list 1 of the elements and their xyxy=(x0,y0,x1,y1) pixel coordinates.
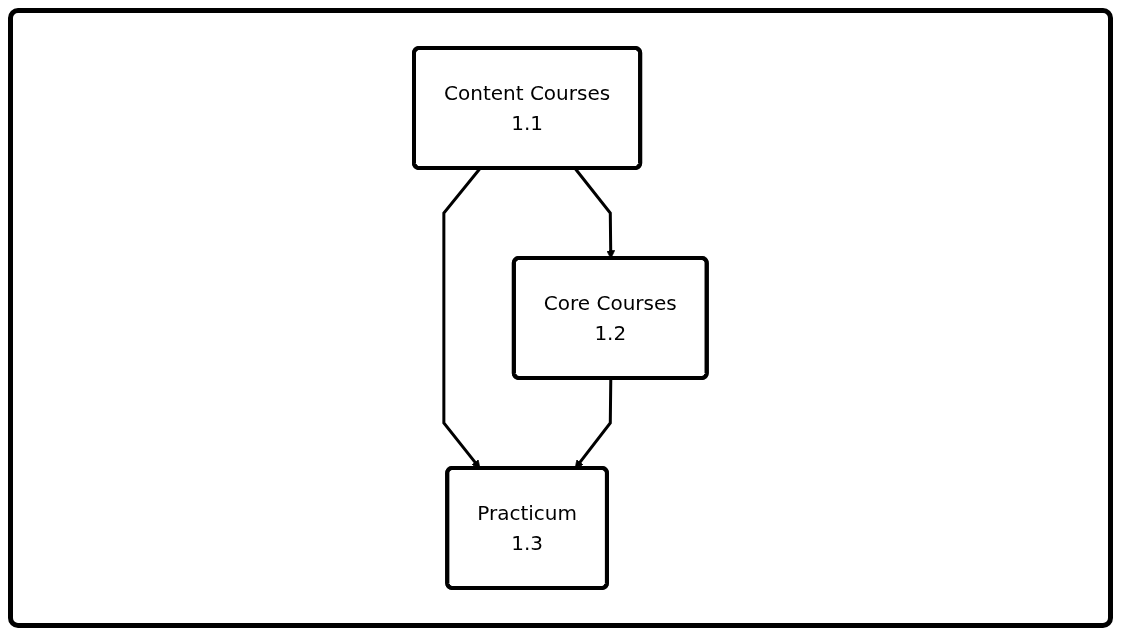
diagram-frame: Content Courses 1.1 Core Courses 1.2 Practicum 1.3 xyxy=(8,8,1113,628)
